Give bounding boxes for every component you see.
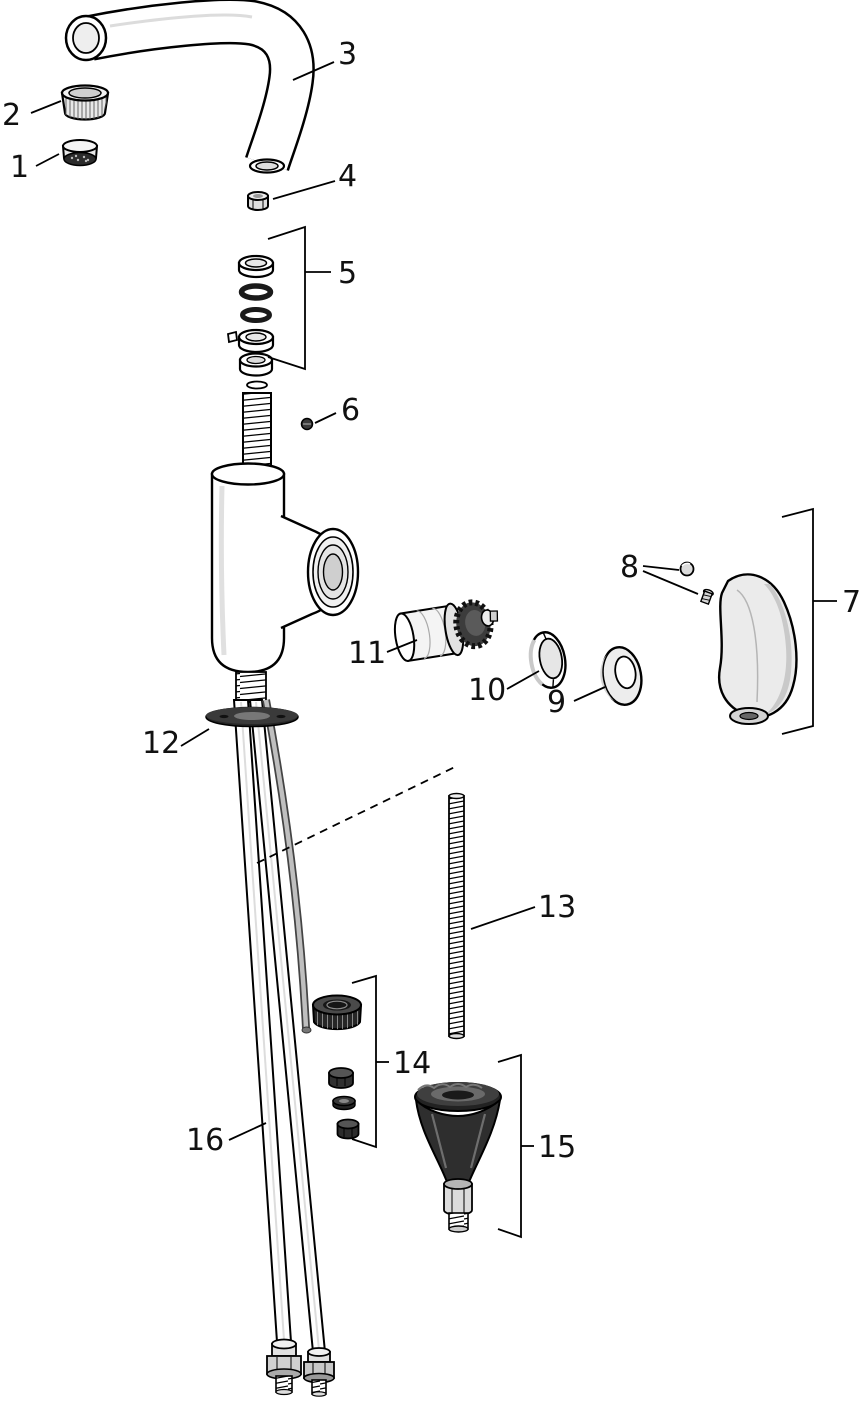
threaded-rod (448, 792, 465, 1040)
part-labels: 1 2 3 4 5 6 7 8 9 10 11 12 13 14 15 16 (2, 37, 861, 1165)
part-label-10: 10 (468, 673, 506, 708)
part-label-6: 6 (341, 393, 360, 428)
escutcheon-cap (600, 646, 643, 706)
part-label-11: 11 (348, 636, 386, 671)
base-gasket (205, 706, 299, 728)
cartridge (393, 599, 499, 663)
part-label-9: 9 (547, 685, 566, 720)
spout-nut (247, 191, 269, 211)
mounting-nut-set (311, 994, 363, 1140)
part-label-7: 7 (842, 585, 861, 620)
lever-handle (717, 573, 798, 725)
part-label-1: 1 (10, 150, 29, 185)
part-label-2: 2 (2, 98, 21, 133)
hose-fitting-2 (303, 1347, 335, 1397)
part-label-3: 3 (338, 37, 357, 72)
hose-fitting-1 (266, 1338, 302, 1396)
part-label-13: 13 (538, 890, 576, 925)
part-label-8: 8 (620, 550, 639, 585)
leader-lines (30, 61, 837, 1239)
part-label-15: 15 (538, 1130, 576, 1165)
spout (64, 0, 315, 174)
handle-screw-set (679, 561, 714, 606)
seal-ring-stack (227, 254, 275, 377)
mounting-bracket (414, 1082, 502, 1233)
flow-straightener (61, 139, 99, 167)
supply-hoses (232, 699, 335, 1397)
part-label-4: 4 (338, 159, 357, 194)
faucet-body (210, 380, 360, 703)
part-label-5: 5 (338, 256, 357, 291)
set-screw (300, 417, 314, 431)
aerator (60, 84, 110, 121)
cartridge-ring-nut (528, 631, 567, 689)
part-label-16: 16 (186, 1123, 224, 1158)
part-label-12: 12 (142, 726, 180, 761)
part-label-14: 14 (393, 1046, 431, 1081)
